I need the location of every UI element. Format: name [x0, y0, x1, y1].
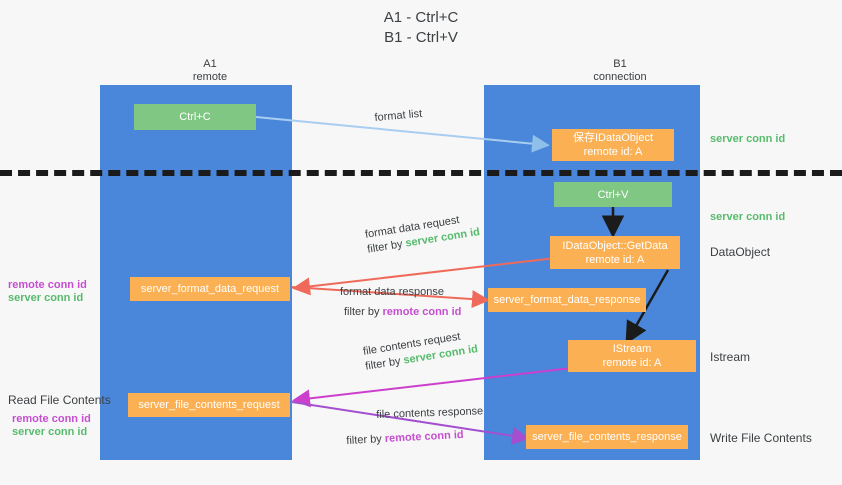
annotation-dataobject: DataObject [710, 245, 771, 259]
edge-label-format-data-response: format data response filter by remote co… [340, 285, 461, 320]
node-ctrl-c[interactable]: Ctrl+C [134, 104, 256, 130]
edge-label-file-contents-response: file contents response [376, 404, 483, 423]
edge-format-data-response-filter-prefix: filter by [344, 306, 383, 318]
title-line-1: A1 - Ctrl+C [383, 9, 459, 26]
column-a1-name: A1 [203, 58, 217, 70]
title-line-2: B1 - Ctrl+V [384, 29, 458, 46]
column-b1-role: connection [593, 71, 647, 83]
page-title: A1 - Ctrl+C B1 - Ctrl+V [0, 8, 842, 48]
node-getdata-remote-id: remote id: A [585, 253, 645, 266]
node-istream-remote-id: remote id: A [602, 357, 662, 369]
edge-format-data-response-filter-id: remote conn id [382, 306, 462, 318]
node-idataobject-getdata[interactable]: IDataObject::GetData remote id: A [550, 236, 680, 269]
phase-divider [0, 170, 842, 176]
edge-format-data-response-text: format data response [340, 286, 444, 298]
annotation-left-remote-conn-id-2: remote conn id [12, 413, 91, 425]
edge-label-format-list-text: format list [374, 107, 423, 124]
annotation-read-file-contents: Read File Contents [8, 393, 111, 407]
edge-file-contents-response-filter-prefix: filter by [346, 432, 386, 447]
annotation-server-conn-id-top: server conn id [710, 133, 786, 145]
edge-label-format-list: format list [374, 107, 423, 126]
annotation-istream: Istream [710, 350, 751, 364]
node-istream-title: IStream [612, 343, 652, 355]
node-server-format-data-response-label: server_format_data_response [493, 294, 641, 306]
node-server-format-data-response[interactable]: server_format_data_response [488, 288, 646, 312]
node-getdata-title: IDataObject::GetData [562, 239, 668, 252]
edge-label-file-contents-response-filter: filter by remote conn id [346, 428, 464, 449]
node-server-format-data-request-label: server_format_data_request [140, 283, 280, 295]
node-ctrl-v[interactable]: Ctrl+V [554, 182, 672, 207]
annotation-left-server-conn-id-1: server conn id [8, 292, 84, 304]
node-ctrl-v-label: Ctrl+V [597, 188, 629, 201]
node-server-file-contents-request-label: server_file_contents_request [138, 399, 280, 411]
edge-file-contents-response-text: file contents response [376, 405, 484, 421]
node-server-file-contents-response-label: server_file_contents_response [532, 431, 682, 443]
node-save-idataobject[interactable]: 保存IDataObject remote id: A [552, 129, 674, 161]
column-header-a1: A1 remote [130, 58, 290, 84]
column-a1-role: remote [192, 71, 228, 83]
column-b1-name: B1 [613, 58, 627, 70]
node-save-idataobject-title: 保存IDataObject [572, 132, 654, 144]
node-server-file-contents-request[interactable]: server_file_contents_request [128, 393, 290, 417]
node-server-file-contents-response[interactable]: server_file_contents_response [526, 425, 688, 449]
edge-file-contents-response-filter-id: remote conn id [384, 428, 464, 445]
node-istream[interactable]: IStream remote id: A [568, 340, 696, 372]
node-ctrl-c-label: Ctrl+C [179, 111, 211, 123]
edge-label-format-data-request: format data request filter by server con… [364, 210, 481, 257]
node-server-format-data-request[interactable]: server_format_data_request [130, 277, 290, 301]
annotation-server-conn-id-mid: server conn id [710, 211, 786, 223]
column-header-b1: B1 connection [540, 58, 700, 84]
annotation-write-file-contents: Write File Contents [710, 431, 812, 445]
node-save-idataobject-remote-id: remote id: A [583, 146, 643, 158]
annotation-left-server-conn-id-2: server conn id [12, 426, 88, 438]
annotation-left-remote-conn-id-1: remote conn id [8, 279, 87, 291]
edge-label-file-contents-request: file contents request filter by server c… [362, 327, 479, 374]
